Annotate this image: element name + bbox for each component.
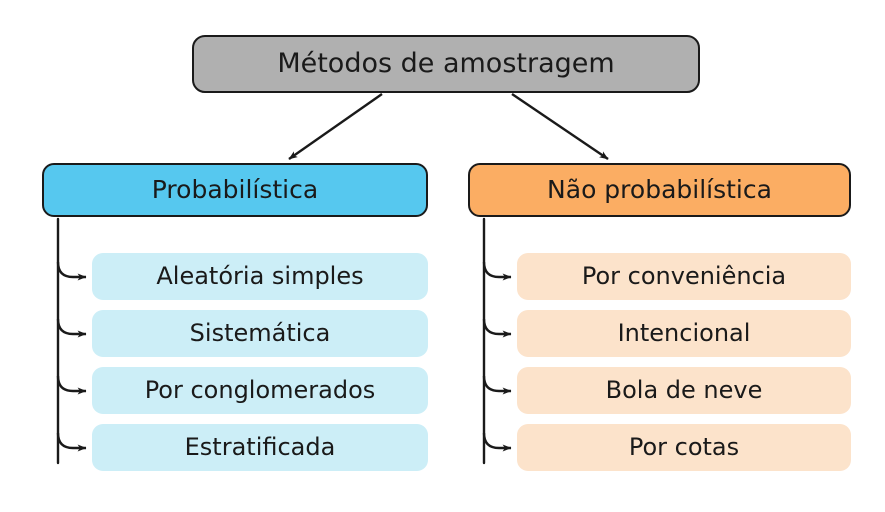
connector-nao-probabilistica-to-leaf-2: [482, 375, 512, 395]
node-leaf-intencional[interactable]: Intencional: [517, 310, 851, 357]
connector-probabilistica-to-leaf-3: [56, 432, 87, 452]
connector-root-to-nao-probabilistica: [511, 93, 609, 160]
connector-probabilistica-to-leaf-0: [56, 261, 87, 281]
node-leaf-por-conveniencia[interactable]: Por conveniência: [517, 253, 851, 300]
node-leaf-por-cotas[interactable]: Por cotas: [517, 424, 851, 471]
connector-probabilistica-to-leaf-2: [56, 375, 87, 395]
connector-nao-probabilistica-to-leaf-1: [482, 318, 512, 338]
connector-probabilistica-to-leaf-1: [56, 318, 87, 338]
connector-nao-probabilistica-to-leaf-0: [482, 261, 512, 281]
node-branch-probabilistica[interactable]: Probabilística: [42, 163, 428, 217]
connector-nao-probabilistica-to-leaf-3: [482, 432, 512, 452]
connector-root-to-probabilistica: [288, 93, 383, 160]
node-leaf-por-conglomerados[interactable]: Por conglomerados: [92, 367, 428, 414]
node-leaf-bola-de-neve[interactable]: Bola de neve: [517, 367, 851, 414]
node-leaf-estratificada[interactable]: Estratificada: [92, 424, 428, 471]
node-branch-nao-probabilistica[interactable]: Não probabilística: [468, 163, 851, 217]
node-leaf-sistematica[interactable]: Sistemática: [92, 310, 428, 357]
node-root-metodos-de-amostragem[interactable]: Métodos de amostragem: [192, 35, 700, 93]
node-leaf-aleatoria-simples[interactable]: Aleatória simples: [92, 253, 428, 300]
